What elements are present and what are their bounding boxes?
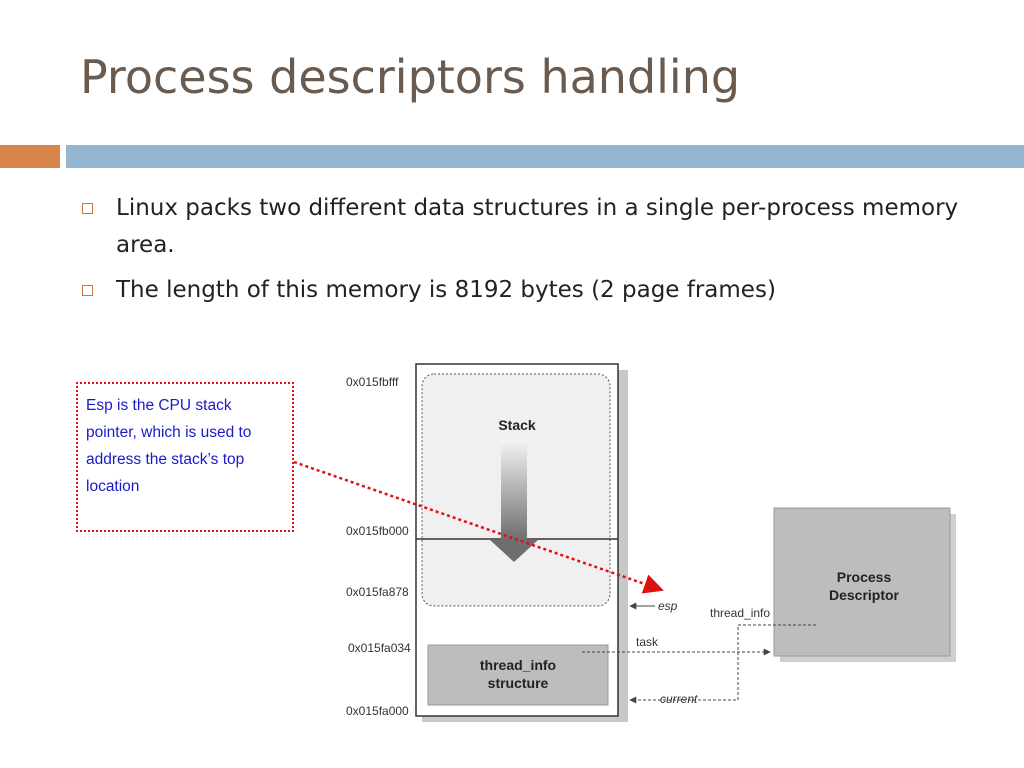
thread-info-label: thread_info: [480, 657, 556, 673]
address-label: 0x015fbfff: [346, 375, 399, 389]
address-label: 0x015fa000: [346, 704, 409, 718]
esp-pointer-label: esp: [658, 599, 678, 613]
esp-callout: Esp is the CPU stack pointer, which is u…: [76, 382, 294, 532]
bullet-item: Linux packs two different data structure…: [82, 190, 982, 264]
bullet-item: The length of this memory is 8192 bytes …: [82, 272, 982, 309]
bullet-text: The length of this memory is 8192 bytes …: [116, 277, 776, 303]
stack-arrow-shaft: [501, 440, 527, 540]
stack-label: Stack: [498, 417, 536, 433]
address-label: 0x015fa878: [346, 585, 409, 599]
process-descriptor-label: Process: [837, 569, 892, 585]
callout-connector-arrow: [293, 460, 664, 594]
thread-info-box: [427, 644, 609, 706]
accent-bar-blue: [66, 145, 1024, 168]
bullet-square-icon: [82, 285, 93, 296]
thread-info-label: structure: [488, 675, 549, 691]
task-pointer-label: task: [636, 635, 659, 649]
thread-info-pointer-label: thread_info: [710, 606, 770, 620]
address-label: 0x015fb000: [346, 524, 409, 538]
stack-arrow-head: [490, 540, 538, 562]
bullet-square-icon: [82, 203, 93, 214]
bullet-list: Linux packs two different data structure…: [82, 190, 982, 317]
process-descriptor-label: Descriptor: [829, 587, 900, 603]
thread-info-pointer-arrow: [629, 624, 816, 704]
address-label: 0x015fa034: [348, 641, 411, 655]
accent-bar-orange: [0, 145, 60, 168]
current-pointer-label: current: [660, 692, 698, 706]
bullet-text: Linux packs two different data structure…: [116, 195, 959, 258]
slide-title: Process descriptors handling: [80, 50, 741, 104]
process-descriptor-box: [773, 507, 951, 657]
